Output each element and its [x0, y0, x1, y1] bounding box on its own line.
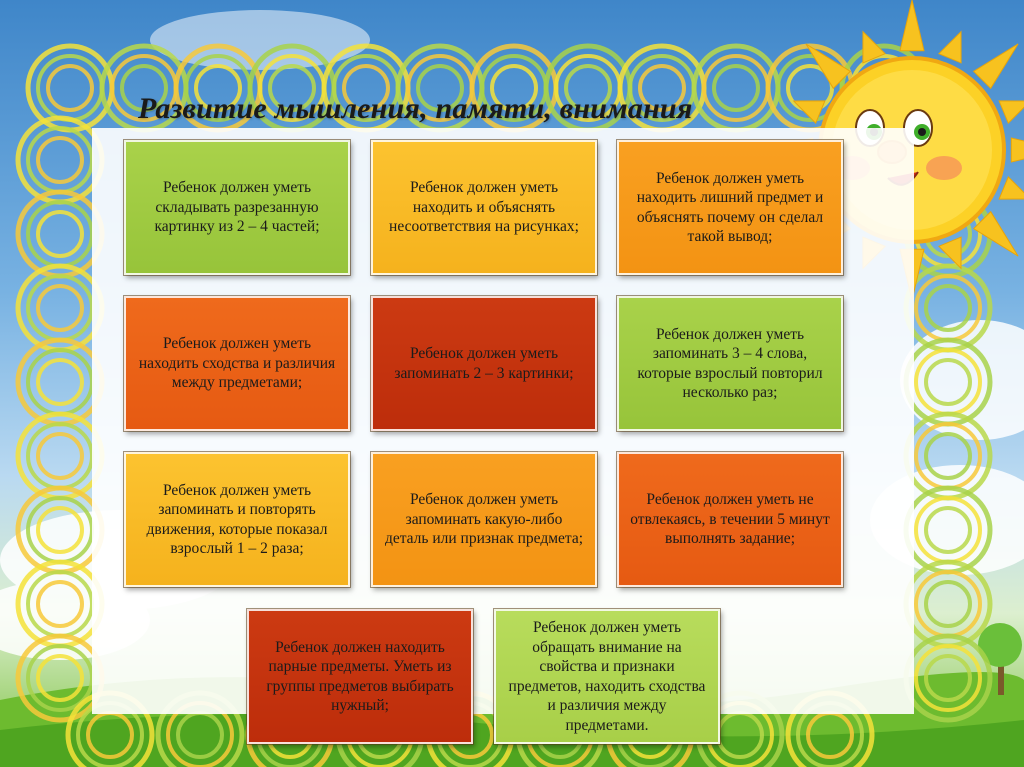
- sun-ray: [1010, 137, 1024, 163]
- sun-ray: [998, 176, 1024, 200]
- ring-decoration: [924, 580, 972, 628]
- ring-decoration: [15, 263, 105, 353]
- card-find-mismatches: Ребенок должен уметь находить и объяснят…: [371, 140, 597, 275]
- ring-decoration: [342, 64, 390, 112]
- card-attention-properties: Ребенок должен уметь обращать внимание н…: [494, 609, 720, 744]
- card-remember-detail: Ребенок должен уметь запоминать какую-ли…: [371, 452, 597, 587]
- ring-decoration: [903, 559, 993, 649]
- ring-decoration: [914, 644, 982, 712]
- ring-decoration: [36, 358, 84, 406]
- ring-decoration: [120, 64, 168, 112]
- sun-ray: [862, 30, 886, 64]
- ring-decoration: [194, 64, 242, 112]
- ring-decoration: [36, 506, 84, 554]
- ring-decoration: [36, 284, 84, 332]
- card-odd-one-out: Ребенок должен уметь находить лишний пре…: [617, 140, 843, 275]
- ring-decoration: [924, 358, 972, 406]
- ring-decoration: [36, 136, 84, 184]
- card-text: Ребенок должен уметь запоминать какую-ли…: [384, 491, 584, 548]
- card-text: Ребенок должен находить парные предметы.…: [266, 638, 454, 715]
- card-repeat-movements: Ребенок должен уметь запоминать и повтор…: [124, 452, 350, 587]
- card-text: Ребенок должен уметь запоминать и повтор…: [146, 481, 328, 558]
- ring-decoration: [36, 654, 84, 702]
- card-text: Ребенок должен уметь находить и объяснят…: [389, 179, 579, 236]
- card-text: Ребенок должен уметь находить лишний пре…: [636, 169, 824, 246]
- card-remember-pictures: Ребенок должен уметь запоминать 2 – 3 ка…: [371, 296, 597, 431]
- sun-ray: [972, 210, 1019, 257]
- ring-decoration: [638, 64, 686, 112]
- ring-decoration: [924, 284, 972, 332]
- ring-decoration: [36, 580, 84, 628]
- card-text: Ребенок должен уметь запоминать 3 – 4 сл…: [637, 325, 823, 402]
- sun-ray: [972, 43, 1019, 90]
- card-paired-items: Ребенок должен находить парные предметы.…: [247, 609, 473, 744]
- ring-decoration: [691, 43, 781, 133]
- tree-decoration: [978, 623, 1022, 695]
- card-focus-five-minutes: Ребенок должен уметь не отвлекаясь, в те…: [617, 452, 843, 587]
- card-text: Ребенок должен уметь запоминать 2 – 3 ка…: [394, 345, 574, 382]
- card-text: Ребенок должен уметь складывать разрезан…: [154, 179, 320, 236]
- sun-ray: [899, 0, 925, 52]
- ring-decoration: [490, 64, 538, 112]
- ring-decoration: [15, 411, 105, 501]
- page-title: Развитие мышления, памяти, внимания: [138, 92, 693, 125]
- card-cut-picture: Ребенок должен уметь складывать разрезан…: [124, 140, 350, 275]
- ring-decoration: [416, 64, 464, 112]
- ring-decoration: [924, 654, 972, 702]
- card-text: Ребенок должен уметь обращать внимание н…: [508, 619, 706, 734]
- ring-decoration: [46, 64, 94, 112]
- ring-decoration: [36, 210, 84, 258]
- sun-ray: [938, 236, 962, 270]
- ring-decoration: [15, 337, 105, 427]
- sun-ray: [998, 100, 1024, 124]
- card-text: Ребенок должен уметь не отвлекаясь, в те…: [630, 491, 830, 548]
- ring-decoration: [712, 64, 760, 112]
- ring-decoration: [924, 506, 972, 554]
- ring-decoration: [268, 64, 316, 112]
- sun-ray: [938, 30, 962, 64]
- ring-decoration: [36, 432, 84, 480]
- card-remember-words: Ребенок должен уметь запоминать 3 – 4 сл…: [617, 296, 843, 431]
- ring-decoration: [564, 64, 612, 112]
- ring-decoration: [924, 432, 972, 480]
- sun-ray: [805, 43, 852, 90]
- sun-ray: [792, 100, 826, 124]
- card-similarities: Ребенок должен уметь находить сходства и…: [124, 296, 350, 431]
- ring-decoration: [15, 189, 105, 279]
- card-text: Ребенок должен уметь находить сходства и…: [138, 335, 336, 392]
